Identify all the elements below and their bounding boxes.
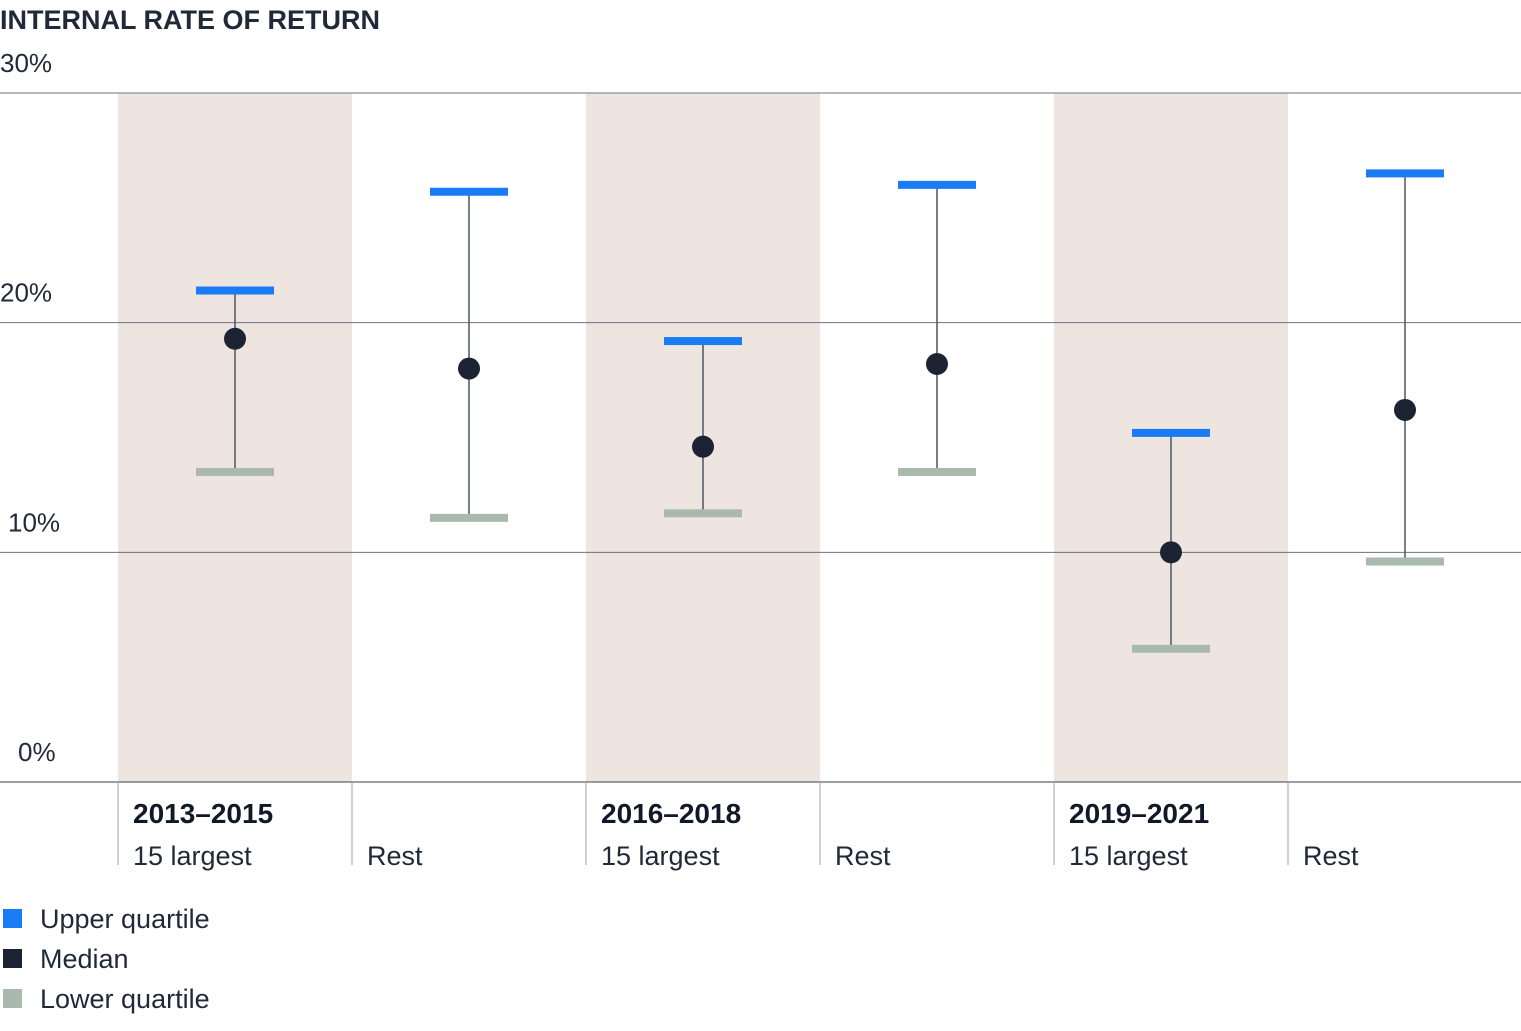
category-label: 15 largest	[133, 841, 252, 871]
category-label: 15 largest	[601, 841, 720, 871]
legend-label: Upper quartile	[40, 904, 210, 934]
upper-quartile-bar	[196, 286, 274, 295]
upper-quartile-bar	[664, 337, 742, 346]
upper-quartile-bar	[898, 180, 976, 189]
legend-label: Lower quartile	[40, 984, 210, 1014]
upper-quartile-bar	[1366, 169, 1444, 178]
lower-quartile-bar	[1132, 644, 1210, 653]
upper-quartile-bar	[1132, 428, 1210, 437]
lower-quartile-bar	[196, 467, 274, 476]
median-dot	[926, 353, 948, 376]
y-tick-label: 0%	[18, 737, 56, 767]
median-dot	[692, 435, 714, 458]
legend-swatch	[3, 989, 22, 1008]
gridlines	[0, 92, 1521, 783]
upper-quartile-bar	[430, 187, 508, 196]
legend-label: Median	[40, 944, 129, 974]
group-label: 2019–2021	[1069, 798, 1209, 829]
median-dot	[458, 357, 480, 380]
lower-quartile-bar	[664, 509, 742, 518]
y-tick-label: 10%	[8, 507, 60, 537]
lower-quartile-bar	[430, 513, 508, 522]
y-tick-label: 20%	[0, 278, 52, 308]
median-dot	[1394, 398, 1416, 421]
legend-swatch	[3, 949, 22, 968]
x-axis-labels: 2013–2015 15 largest Rest 2016–2018 15 large…	[117, 782, 1359, 871]
category-label: Rest	[367, 841, 423, 871]
category-label: Rest	[1303, 841, 1359, 871]
legend-swatch	[3, 909, 22, 928]
category-label: Rest	[835, 841, 891, 871]
data-marks	[196, 169, 1444, 653]
median-dot	[224, 327, 246, 350]
lower-quartile-bar	[898, 467, 976, 476]
chart-title: INTERNAL RATE OF RETURN	[0, 5, 380, 35]
y-tick-label: 30%	[0, 48, 52, 78]
category-label: 15 largest	[1069, 841, 1188, 871]
lower-quartile-bar	[1366, 557, 1444, 566]
group-label: 2013–2015	[133, 798, 273, 829]
median-dot	[1160, 541, 1182, 564]
y-axis-ticks: 30% 20% 10% 0%	[0, 48, 60, 767]
group-label: 2016–2018	[601, 798, 741, 829]
